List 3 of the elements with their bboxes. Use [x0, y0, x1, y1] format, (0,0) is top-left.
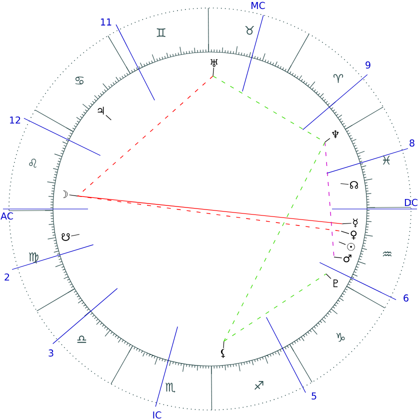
- cusp-label: IC: [153, 411, 162, 419]
- cusp-label: 2: [4, 273, 10, 281]
- cusp-label: MC: [252, 2, 265, 10]
